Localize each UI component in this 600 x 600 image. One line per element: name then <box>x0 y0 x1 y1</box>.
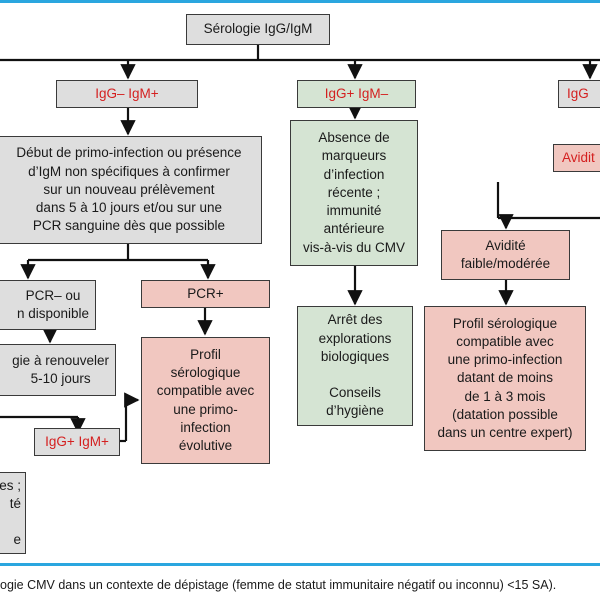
evolutive-profile-box: Profil sérologique compatible avec une p… <box>141 337 270 464</box>
recent-primo-infection-text: Profil sérologique compatible avec une p… <box>437 315 573 441</box>
avidity-partial-box: Avidit <box>553 144 600 172</box>
low-avidity-box: Avidité faible/modérée <box>441 230 570 280</box>
bottom-border <box>0 563 600 566</box>
pcr-positive-box: PCR+ <box>141 280 270 308</box>
stop-explorations-text: Arrêt des explorations biologiques Conse… <box>318 312 392 419</box>
igg-pos-igm-neg-box: IgG+ IgM– <box>297 80 416 108</box>
serology-root-box: Sérologie IgG/IgM <box>186 14 330 45</box>
partial-bottom-text: es ; té e <box>0 477 21 548</box>
renew-serology-box: gie à renouveler 5-10 jours <box>0 344 116 396</box>
igg-partial-box: IgG <box>558 80 600 108</box>
no-recent-infection-text: Absence de marqueurs d’infection récente… <box>302 130 405 255</box>
serology-root-label: Sérologie IgG/IgM <box>203 21 313 37</box>
stop-explorations-box: Arrêt des explorations biologiques Conse… <box>297 306 413 426</box>
pcr-negative-text: PCR– ou n disponible <box>16 287 89 321</box>
no-recent-infection-box: Absence de marqueurs d’infection récente… <box>290 120 418 266</box>
recent-primo-infection-box: Profil sérologique compatible avec une p… <box>424 306 586 451</box>
pcr-negative-box: PCR– ou n disponible <box>0 280 96 330</box>
primo-infection-start-text: Début de primo-infection ou présence d’I… <box>16 145 242 234</box>
igg-neg-igm-pos-label: IgG– IgM+ <box>95 85 159 101</box>
low-avidity-text: Avidité faible/modérée <box>460 237 551 271</box>
partial-bottom-box: es ; té e <box>0 472 26 554</box>
top-border <box>0 0 600 3</box>
primo-infection-start-box: Début de primo-infection ou présence d’I… <box>0 136 262 244</box>
igg-pos-igm-pos-box: IgG+ IgM+ <box>34 428 120 456</box>
evolutive-profile-text: Profil sérologique compatible avec une p… <box>156 346 255 453</box>
pcr-positive-label: PCR+ <box>187 285 224 301</box>
igg-neg-igm-pos-box: IgG– IgM+ <box>56 80 198 108</box>
avidity-partial-label: Avidit <box>562 149 595 165</box>
renew-serology-text: gie à renouveler 5-10 jours <box>12 352 109 386</box>
igg-pos-igm-neg-label: IgG+ IgM– <box>324 85 389 101</box>
igg-pos-igm-pos-label: IgG+ IgM+ <box>45 433 109 449</box>
igg-partial-label: IgG <box>567 85 589 101</box>
figure-caption: ogie CMV dans un contexte de dépistage (… <box>0 578 557 592</box>
